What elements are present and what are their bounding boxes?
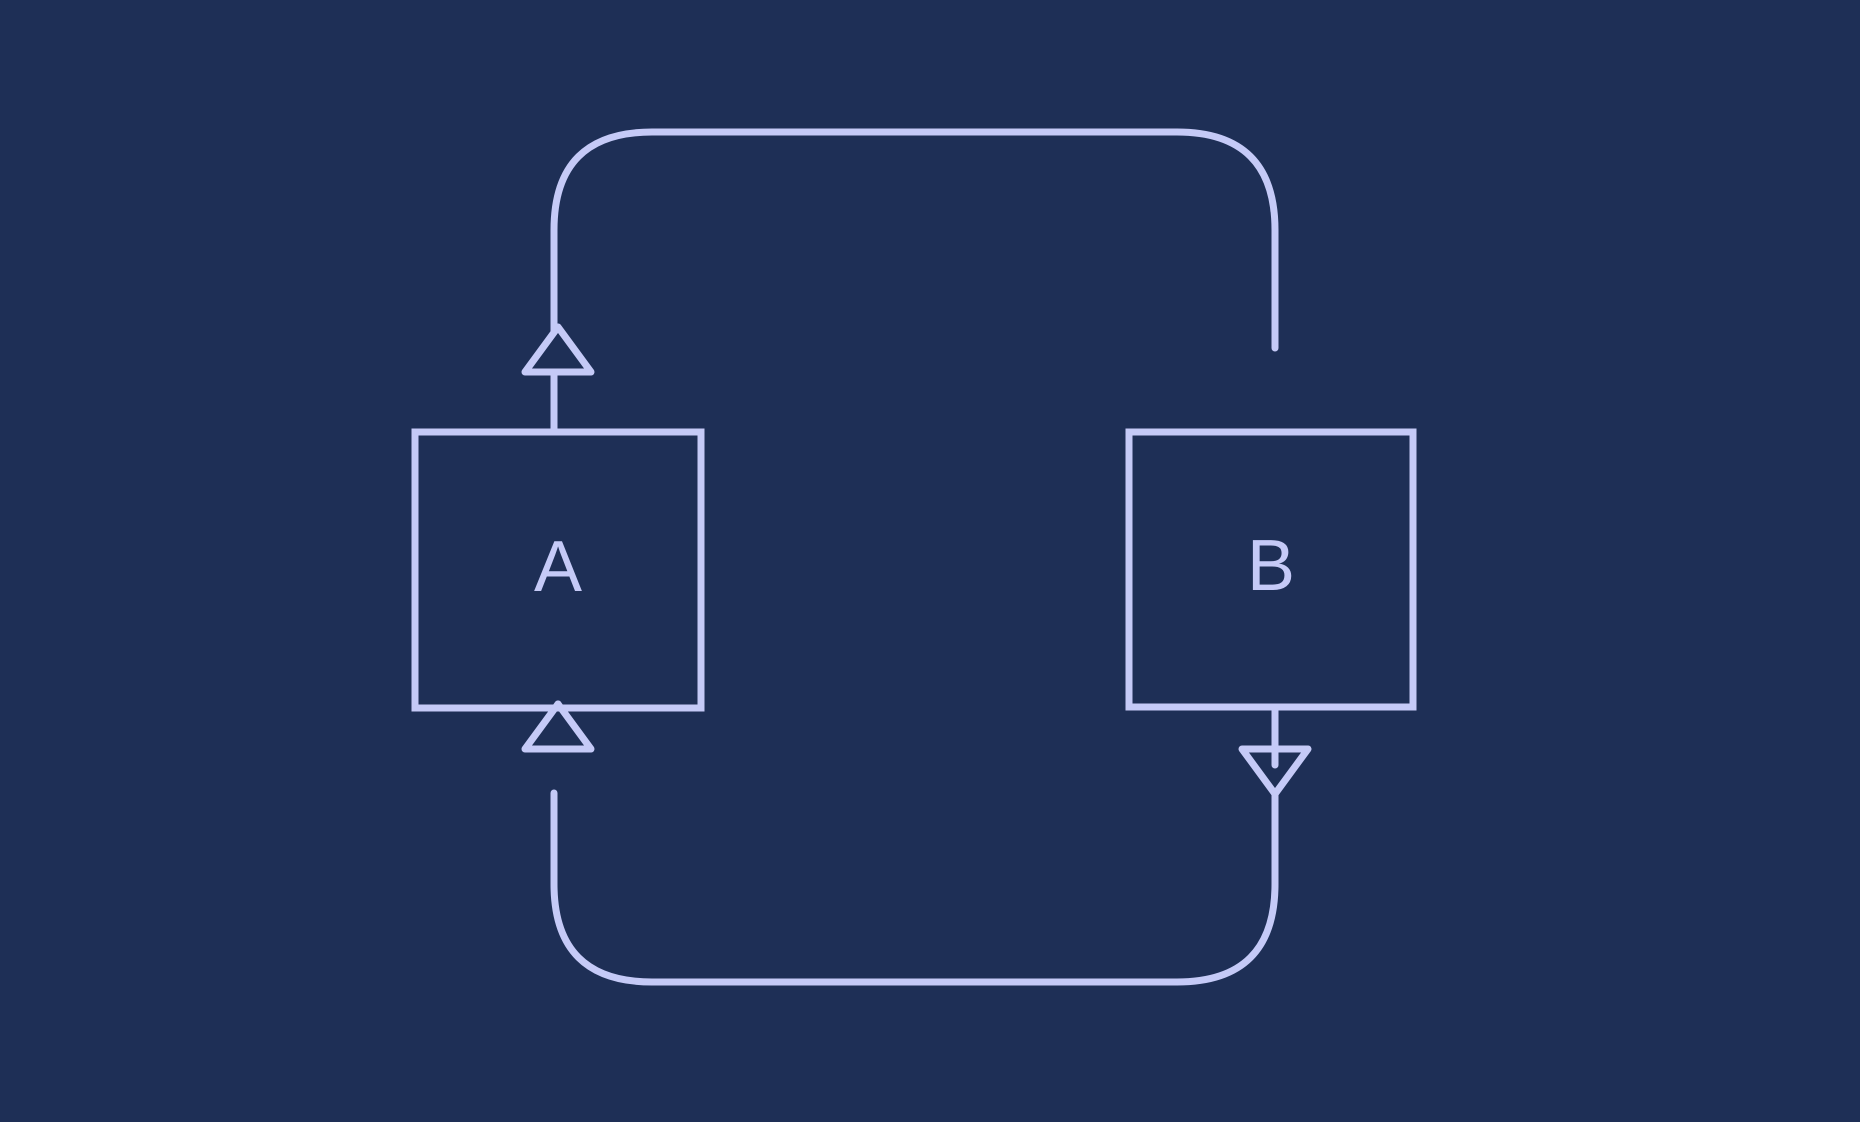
edge-bottom-b-to-a[interactable] [521, 700, 1312, 986]
node-a-label: A [534, 527, 582, 607]
arrowhead-triangle-up-into-a-top [521, 323, 595, 376]
arrowhead-triangle-up-into-a-bottom [521, 700, 595, 753]
edge-bottom-path [550, 789, 1279, 986]
node-a[interactable]: A [411, 428, 705, 712]
node-b-label: B [1247, 526, 1295, 606]
edge-top-b-to-a[interactable] [521, 128, 1279, 436]
node-b[interactable]: B [1125, 428, 1417, 711]
node-a-rect [411, 428, 705, 712]
edge-top-path [550, 128, 1279, 352]
arrowhead-triangle-down-below-b [1238, 745, 1312, 798]
node-b-rect [1125, 428, 1417, 711]
